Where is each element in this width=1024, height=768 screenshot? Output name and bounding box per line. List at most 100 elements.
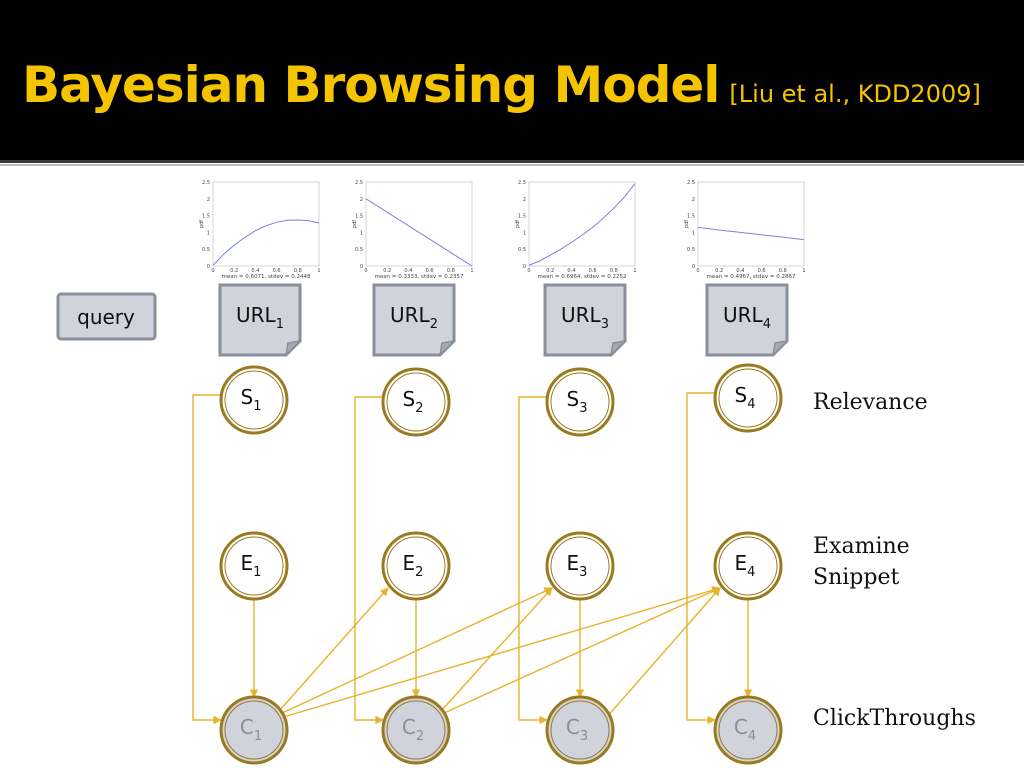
e-node-4-label: E4	[735, 551, 756, 580]
page-fold	[438, 339, 457, 358]
c-node-4-circle	[713, 695, 783, 765]
query-label: query	[77, 305, 135, 329]
x-tick-label: 0	[364, 268, 367, 274]
page-fold	[284, 339, 303, 358]
s-node-4: S4	[713, 363, 783, 433]
y-tick-label: 1	[360, 230, 363, 236]
y-axis-label: pdf	[199, 220, 205, 228]
url-label-4-base: URL	[723, 303, 764, 327]
e-node-1: E1	[219, 531, 289, 601]
x-tick-label: 0	[696, 268, 699, 274]
x-tick-label: 1	[633, 268, 636, 274]
x-tick-label: 0.8	[294, 268, 302, 274]
s-node-4-label: S4	[735, 383, 756, 412]
s-node-3-label: S3	[567, 387, 588, 416]
e-node-3: E3	[545, 531, 615, 601]
y-tick-label: 1	[692, 230, 695, 236]
e-node-1-label-sub: 1	[253, 565, 261, 580]
url-label-2-sub: 2	[430, 317, 438, 332]
title-bar: Bayesian Browsing Model[Liu et al., KDD2…	[0, 0, 1024, 160]
edge-c2-to-e3	[441, 587, 553, 711]
y-tick-label: 2.5	[687, 180, 695, 186]
x-tick-label: 0.4	[251, 268, 259, 274]
y-tick-label: 0	[692, 264, 695, 270]
edge-c1-to-e2	[279, 587, 389, 711]
edge-c3-to-e4	[605, 587, 721, 719]
edge-c1-to-e3	[279, 587, 553, 715]
c-node-1-label: C1	[240, 715, 262, 744]
c-node-3-circle	[545, 695, 615, 765]
e-node-1-label: E1	[241, 551, 262, 580]
slide-title: Bayesian Browsing Model[Liu et al., KDD2…	[22, 56, 981, 114]
c-node-3-label-sub: 3	[580, 729, 588, 744]
url-label-4-sub: 4	[763, 317, 771, 332]
y-axis-label: pdf	[352, 220, 358, 228]
url-label-4: URL4	[723, 303, 771, 332]
e-node-2-label: E2	[403, 551, 424, 580]
e-node-4-label-base: E	[735, 551, 748, 575]
c-node-2-circle	[381, 695, 451, 765]
y-tick-label: 0	[523, 264, 526, 270]
c-node-2-label-sub: 2	[416, 729, 424, 744]
c-node-1-circle	[219, 695, 289, 765]
edge-s-to-c-2	[354, 396, 384, 725]
s-node-4-label-base: S	[735, 383, 748, 407]
e-node-2: E2	[381, 531, 451, 601]
x-tick-label: 0.8	[779, 268, 787, 274]
s-node-2: S2	[381, 367, 451, 437]
x-tick-label: 0.4	[567, 268, 575, 274]
plot-caption: mean = 0.6964, stdev = 0.2252	[538, 274, 627, 280]
y-tick-label: 1	[207, 230, 210, 236]
examine-label-line2: Snippet	[813, 565, 899, 590]
url-label-3-sub: 3	[601, 317, 609, 332]
y-tick-label: 2	[523, 197, 526, 203]
x-tick-label: 1	[802, 268, 805, 274]
e-node-2-label-sub: 2	[415, 565, 423, 580]
y-tick-label: 1.5	[355, 214, 363, 220]
e-node-3-inner-ring	[550, 536, 610, 596]
page-fold	[609, 339, 628, 358]
x-tick-label: 0.6	[273, 268, 281, 274]
x-tick-label: 0.6	[426, 268, 434, 274]
y-tick-label: 2.5	[518, 180, 526, 186]
y-tick-label: 2.5	[202, 180, 210, 186]
relevance-label: Relevance	[813, 390, 928, 415]
examine-label-line1: Examine	[813, 534, 910, 559]
c-node-2-inner-ring	[386, 700, 446, 760]
e-node-2-circle	[381, 531, 451, 601]
s-node-4-circle	[713, 363, 783, 433]
x-tick-label: 0.2	[230, 268, 238, 274]
url-label-1-sub: 1	[276, 317, 284, 332]
e-node-4-inner-ring	[718, 536, 778, 596]
x-tick-label: 1	[317, 268, 320, 274]
url-doc-4: URL4	[705, 283, 790, 358]
c-node-1: C1	[219, 695, 289, 765]
y-tick-label: 0.5	[687, 247, 695, 253]
s-node-4-inner-ring	[718, 368, 778, 428]
x-tick-label: 0.6	[589, 268, 597, 274]
url-doc-1: URL1	[218, 283, 303, 358]
plot-frame	[212, 181, 320, 267]
e-node-2-inner-ring	[386, 536, 446, 596]
s-node-1-inner-ring	[224, 370, 284, 430]
url-doc-3: URL3	[543, 283, 628, 358]
e-node-1-label-base: E	[241, 551, 254, 575]
x-tick-label: 0.8	[610, 268, 618, 274]
c-node-4-inner-ring	[718, 700, 778, 760]
c-node-2: C2	[381, 695, 451, 765]
x-tick-label: 0.4	[404, 268, 412, 274]
s-node-2-label-base: S	[403, 387, 416, 411]
e-node-4: E4	[713, 531, 783, 601]
e-node-3-circle	[545, 531, 615, 601]
e-node-3-label: E3	[567, 551, 588, 580]
x-tick-label: 0	[211, 268, 214, 274]
y-tick-label: 1.5	[202, 214, 210, 220]
s-node-2-inner-ring	[386, 372, 446, 432]
edge-s-to-c-4	[686, 392, 716, 725]
